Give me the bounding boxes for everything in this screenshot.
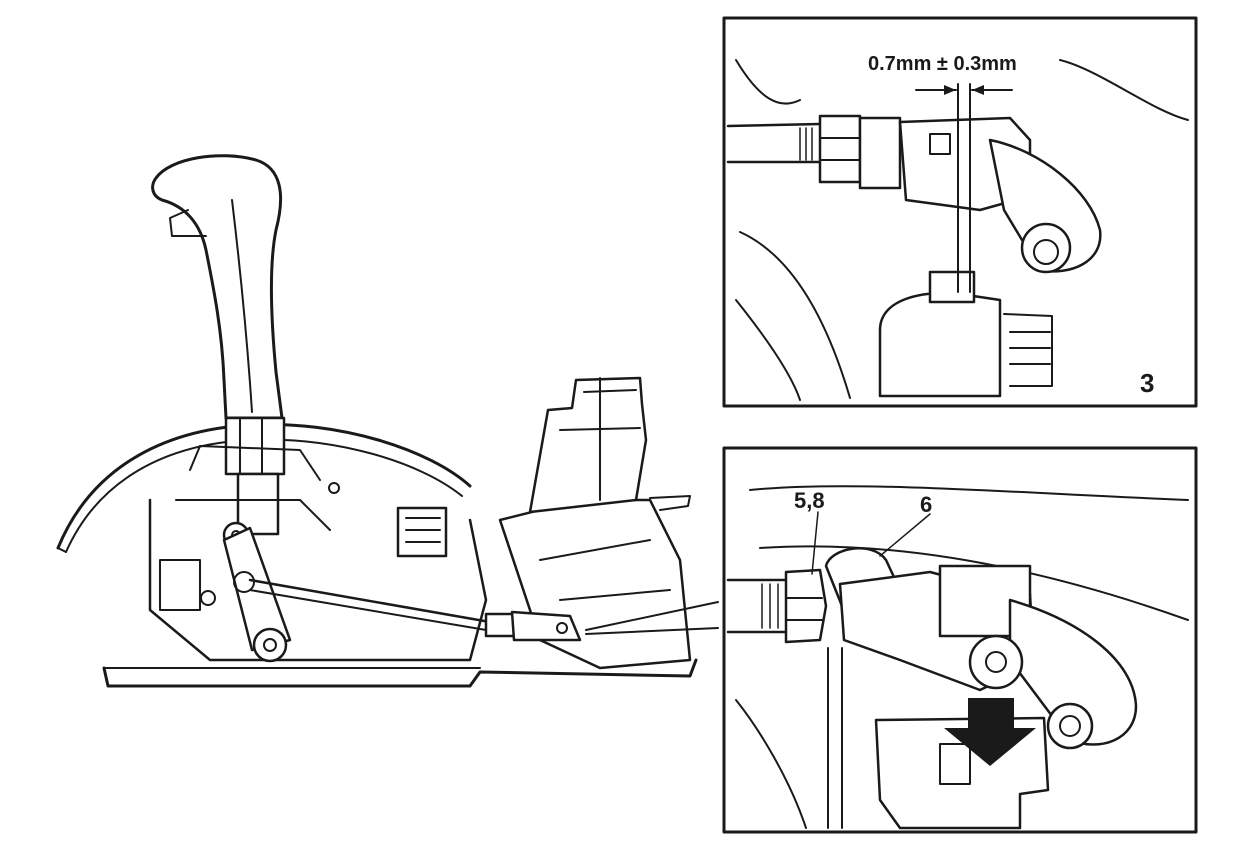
part-label-nut: 5,8 [794,488,825,513]
top-inset-detail: 0.7mm ± 0.3mm 3 [722,16,1198,408]
gear-selector-assembly [56,154,719,688]
part-label-clip: 6 [920,492,932,517]
dimension-label: 0.7mm ± 0.3mm [868,53,1017,75]
down-arrow-icon [944,698,1036,766]
figure-number: 3 [1140,368,1154,398]
bottom-inset-detail: 5,8 6 [722,446,1198,834]
